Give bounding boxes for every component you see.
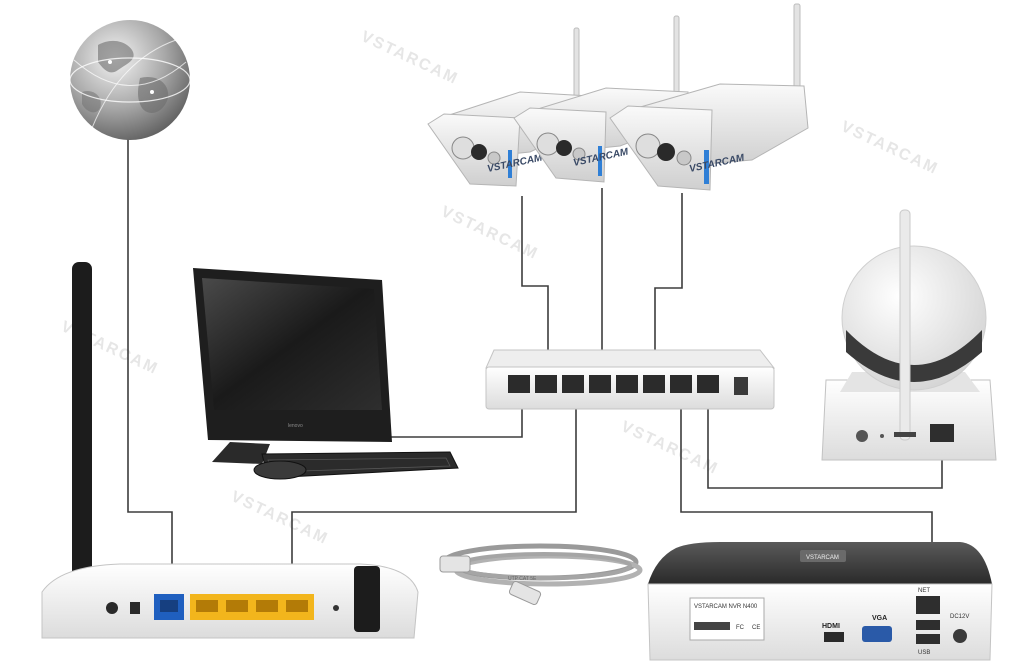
camera-antenna-icon xyxy=(899,209,911,441)
watermark-text: VSTARCAM xyxy=(618,418,721,478)
switch-port xyxy=(616,375,638,393)
bullet-camera-2: VSTARCAM xyxy=(513,15,689,183)
ptz-dome-camera xyxy=(821,209,997,461)
camera-antenna-icon xyxy=(673,15,680,95)
wire-ptz-camera-to-switch xyxy=(707,394,943,489)
switch-port xyxy=(535,375,557,393)
nvr-model-label: VSTARCAM NVR N400 xyxy=(694,604,758,610)
camera-antenna-icon xyxy=(573,27,580,101)
power-jack-icon xyxy=(953,629,967,643)
watermark-text: VSTARCAM xyxy=(838,118,941,178)
watermark-text: VSTARCAM xyxy=(228,488,331,548)
bullet-camera-3: VSTARCAM xyxy=(609,3,809,191)
router-antenna-icon xyxy=(72,262,92,634)
power-button-icon xyxy=(106,602,118,614)
nvr-ethernet-port xyxy=(916,596,940,614)
mouse-icon xyxy=(253,460,307,480)
vga-port xyxy=(862,626,892,642)
cable-print-text: UTP CAT 5E xyxy=(508,576,537,582)
hdmi-port xyxy=(824,632,844,642)
wire-router-lan-to-switch xyxy=(291,394,577,606)
hdmi-port-label: HDMI xyxy=(822,623,840,630)
switch-port xyxy=(562,375,584,393)
network-switch xyxy=(485,349,776,410)
vga-port-label: VGA xyxy=(872,615,887,622)
power-jack-icon xyxy=(734,377,748,395)
desktop-computer: lenovo xyxy=(193,268,459,480)
computer-brand-label: lenovo xyxy=(288,423,303,429)
ptz-ethernet-port xyxy=(930,424,954,442)
wifi-router xyxy=(41,262,419,639)
wire-camera-1-to-switch xyxy=(521,196,549,382)
usb-port-label: USB xyxy=(918,650,930,656)
usb-port xyxy=(916,634,940,644)
camera-antenna-icon xyxy=(793,3,801,91)
nvr-recorder: VSTARCAM VSTARCAM NVR N400 FC CE HDMI VG… xyxy=(647,542,993,661)
nvr-top-tag: VSTARCAM xyxy=(806,555,839,561)
ethernet-cable-icon: UTP CAT 5E xyxy=(439,543,643,606)
monitor-screen xyxy=(202,278,382,410)
wire-internet-to-router-wan xyxy=(127,135,173,600)
watermark-text: VSTARCAM xyxy=(358,28,461,88)
nvr-fc-mark: FC xyxy=(736,625,745,631)
switch-port xyxy=(643,375,665,393)
nvr-ce-mark: CE xyxy=(752,625,760,631)
watermark-text: VSTARCAM xyxy=(438,203,541,263)
switch-port xyxy=(670,375,692,393)
router-antenna-icon xyxy=(354,566,380,632)
switch-ethernet-ports xyxy=(508,375,719,393)
connection-wires xyxy=(127,135,943,606)
nvr-dc-label: DC12V xyxy=(950,614,969,620)
wire-camera-3-to-switch xyxy=(654,193,683,382)
internet-globe-icon xyxy=(69,20,191,140)
usb-port xyxy=(916,620,940,630)
nvr-lan-label: NET xyxy=(918,588,930,594)
nvr-product-label xyxy=(689,597,765,641)
switch-port xyxy=(508,375,530,393)
switch-port xyxy=(589,375,611,393)
switch-port xyxy=(697,375,719,393)
